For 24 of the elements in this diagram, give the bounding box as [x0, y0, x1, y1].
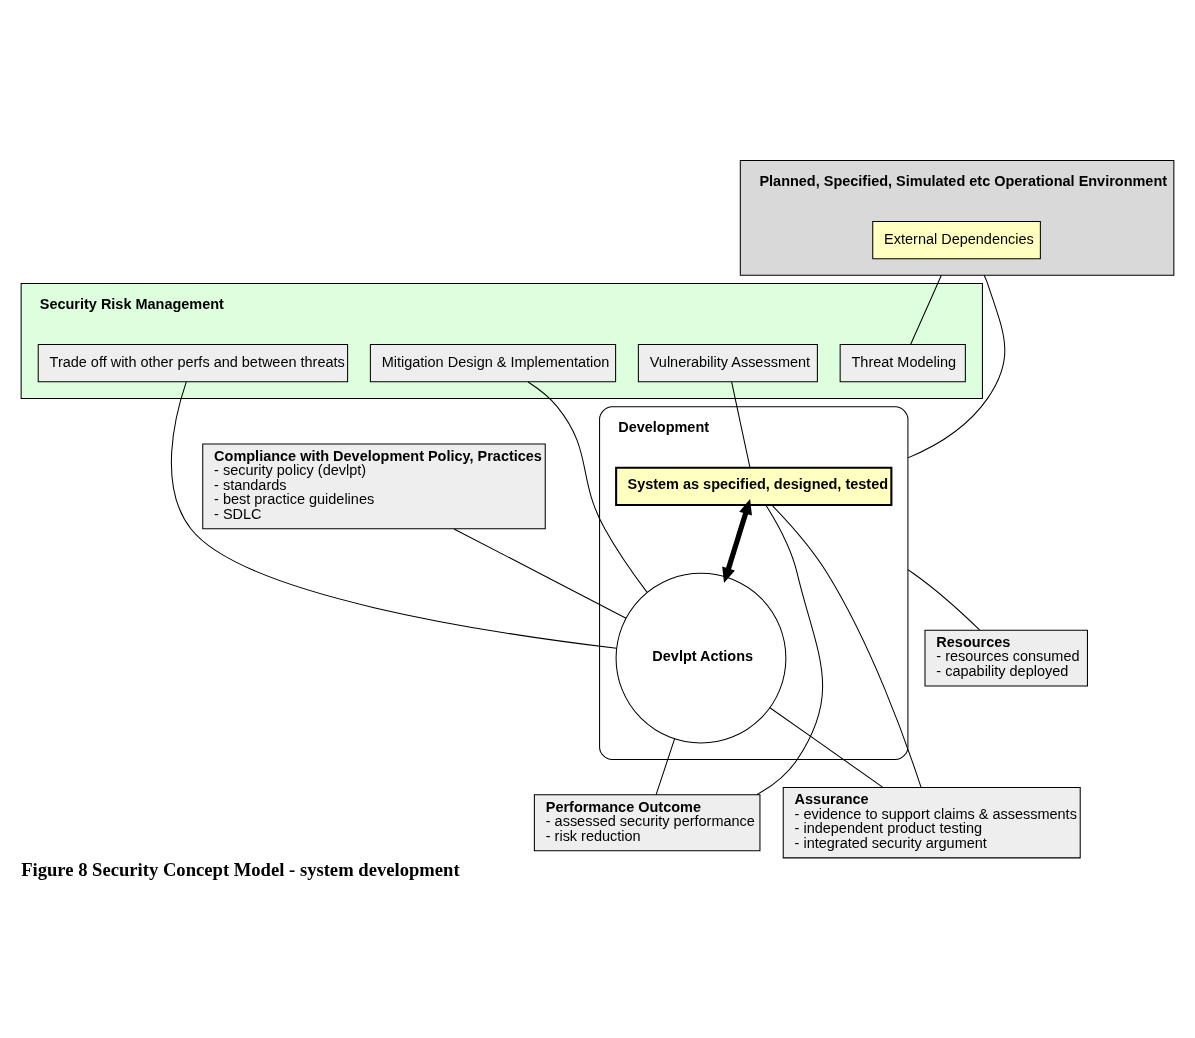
connector — [907, 274, 1006, 458]
node-box: Threat Modeling — [839, 343, 966, 382]
connector — [453, 527, 627, 619]
connector — [170, 380, 617, 649]
connector — [731, 380, 751, 468]
connector — [910, 274, 942, 345]
node-box: Trade off with other perfs and between threats — [37, 343, 349, 382]
node-box: System as specified, designed, tested — [615, 466, 893, 506]
node-box: Mitigation Design & Implementation — [369, 343, 617, 382]
connector — [907, 568, 981, 630]
node-box: External Dependencies — [872, 220, 1041, 259]
connector — [771, 504, 922, 788]
node-box: Resources - resources consumed - capability deployed — [924, 629, 1088, 687]
node-box: Performance Outcome - assessed security performance - risk reduction — [533, 793, 761, 851]
connector — [769, 706, 884, 788]
caption: Figure 8 Security Concept Model - system development — [21, 858, 460, 880]
node-box: Assurance - evidence to support claims & assessments - independent product testing - integrated security argument — [782, 786, 1081, 858]
node-box: Vulnerability Assessment — [637, 343, 818, 382]
connector — [527, 381, 648, 593]
node-circle: Devlpt Actions — [615, 572, 787, 744]
connector — [756, 504, 824, 795]
arrow — [722, 498, 752, 583]
connector — [655, 738, 676, 795]
node-box: Compliance with Development Policy, Practices - security policy (devlpt) - standards - best practice guidelines - SDLC — [202, 442, 546, 529]
